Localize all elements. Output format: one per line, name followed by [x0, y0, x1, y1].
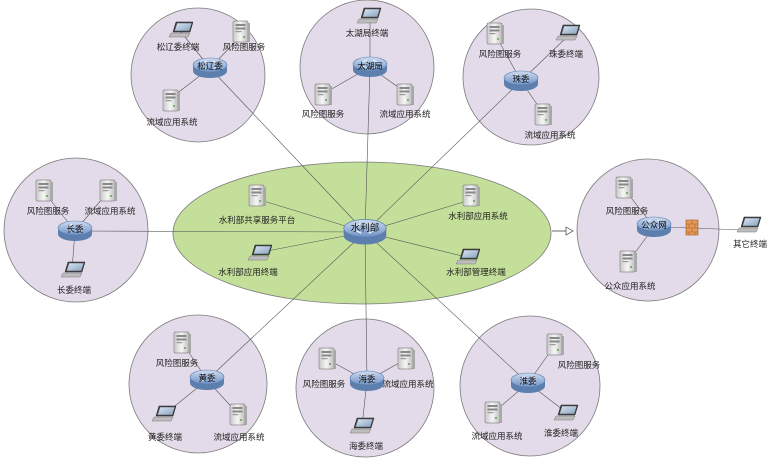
hub-label: 水利部 [351, 222, 380, 234]
node-label: 黄委终端 [148, 432, 183, 443]
node-label: 流域应用系统 [379, 109, 431, 120]
node-label: 流域应用系统 [146, 117, 198, 128]
server-icon [546, 333, 565, 356]
node-label: 珠委终端 [549, 49, 584, 60]
node-label: 海委终端 [349, 441, 384, 452]
hub-label: 珠委 [512, 74, 530, 85]
server-icon [162, 89, 181, 112]
node-label: 风险图服务 [606, 206, 649, 217]
server-icon [396, 83, 415, 106]
node-label: 水利部管理终端 [446, 267, 506, 278]
node-label: 风险图服务 [27, 206, 70, 217]
node-label: 淮委终端 [544, 428, 579, 439]
node-label: 风险图服务 [156, 358, 199, 369]
server-icon [229, 403, 248, 426]
server-icon [534, 103, 553, 126]
server-icon [486, 22, 505, 45]
taihu-cluster: 太湖局 太湖局终端 风险图服务 流域应用系统 [302, 7, 431, 120]
node-label: 公众应用系统 [604, 281, 656, 292]
node-label: 流域应用系统 [471, 431, 523, 442]
server-icon [615, 176, 634, 199]
node-label: 风险图服务 [479, 49, 522, 60]
server-icon [173, 331, 192, 354]
hub-label: 公众网 [641, 221, 667, 231]
hub-label: 松辽委 [197, 61, 223, 72]
node-label: 风险图服务 [223, 42, 266, 53]
hub-label: 淮委 [519, 376, 537, 387]
node-label: 水利部应用系统 [448, 211, 508, 222]
hub-label: 黄委 [198, 373, 216, 384]
server-icon [462, 184, 481, 207]
node-label: 风险图服务 [558, 360, 601, 371]
changjiang-cluster: 长委 风险图服务 流域应用系统 长委终端 [27, 179, 136, 296]
server-icon [484, 401, 503, 424]
ministry-cluster: 水利部 水利部共享服务平台 水利部应用终端 水利部应用系统 水利部管理终端 [218, 184, 508, 278]
server-icon [99, 179, 118, 202]
songliao-cluster: 松辽委 松辽委终端 风险图服务 流域应用系统 [146, 20, 266, 128]
node-label: 其它终端 [733, 239, 768, 250]
haiwei-cluster: 海委 风险图服务 流域应用系统 海委终端 [303, 347, 434, 452]
server-icon [248, 184, 267, 207]
zhujiang-cluster: 珠委 风险图服务 珠委终端 流域应用系统 [479, 22, 584, 141]
server-icon [35, 179, 54, 202]
firewall-icon [685, 219, 699, 236]
server-icon [619, 250, 638, 273]
node-label: 风险图服务 [303, 379, 346, 390]
node-label: 流域应用系统 [524, 130, 576, 141]
node-label: 流域应用系统 [213, 432, 265, 443]
node-label: 风险图服务 [302, 109, 345, 120]
public-network-cluster: 公众网 风险图服务 公众应用系统 其它终端 [604, 176, 768, 292]
node-label: 水利部共享服务平台 [219, 215, 296, 226]
server-icon [318, 347, 337, 370]
huangwei-cluster: 黄委 风险图服务 黄委终端 流域应用系统 [148, 331, 265, 443]
node-label: 松辽委终端 [157, 42, 200, 53]
node-label: 水利部应用终端 [218, 267, 278, 278]
node-label: 流域应用系统 [84, 206, 136, 217]
hub-label: 海委 [358, 374, 376, 385]
server-icon [232, 20, 251, 43]
hub-label: 长委 [66, 224, 84, 235]
node-label: 流域应用系统 [382, 379, 434, 390]
huaiwei-cluster: 淮委 风险图服务 流域应用系统 淮委终端 [471, 333, 601, 442]
server-icon [397, 347, 416, 370]
laptop-icon [736, 216, 762, 233]
hub-label: 太湖局 [357, 61, 383, 72]
node-label: 长委终端 [57, 285, 92, 296]
outbound-arrow [552, 226, 574, 236]
server-icon [314, 83, 333, 106]
node-label: 太湖局终端 [346, 28, 389, 39]
